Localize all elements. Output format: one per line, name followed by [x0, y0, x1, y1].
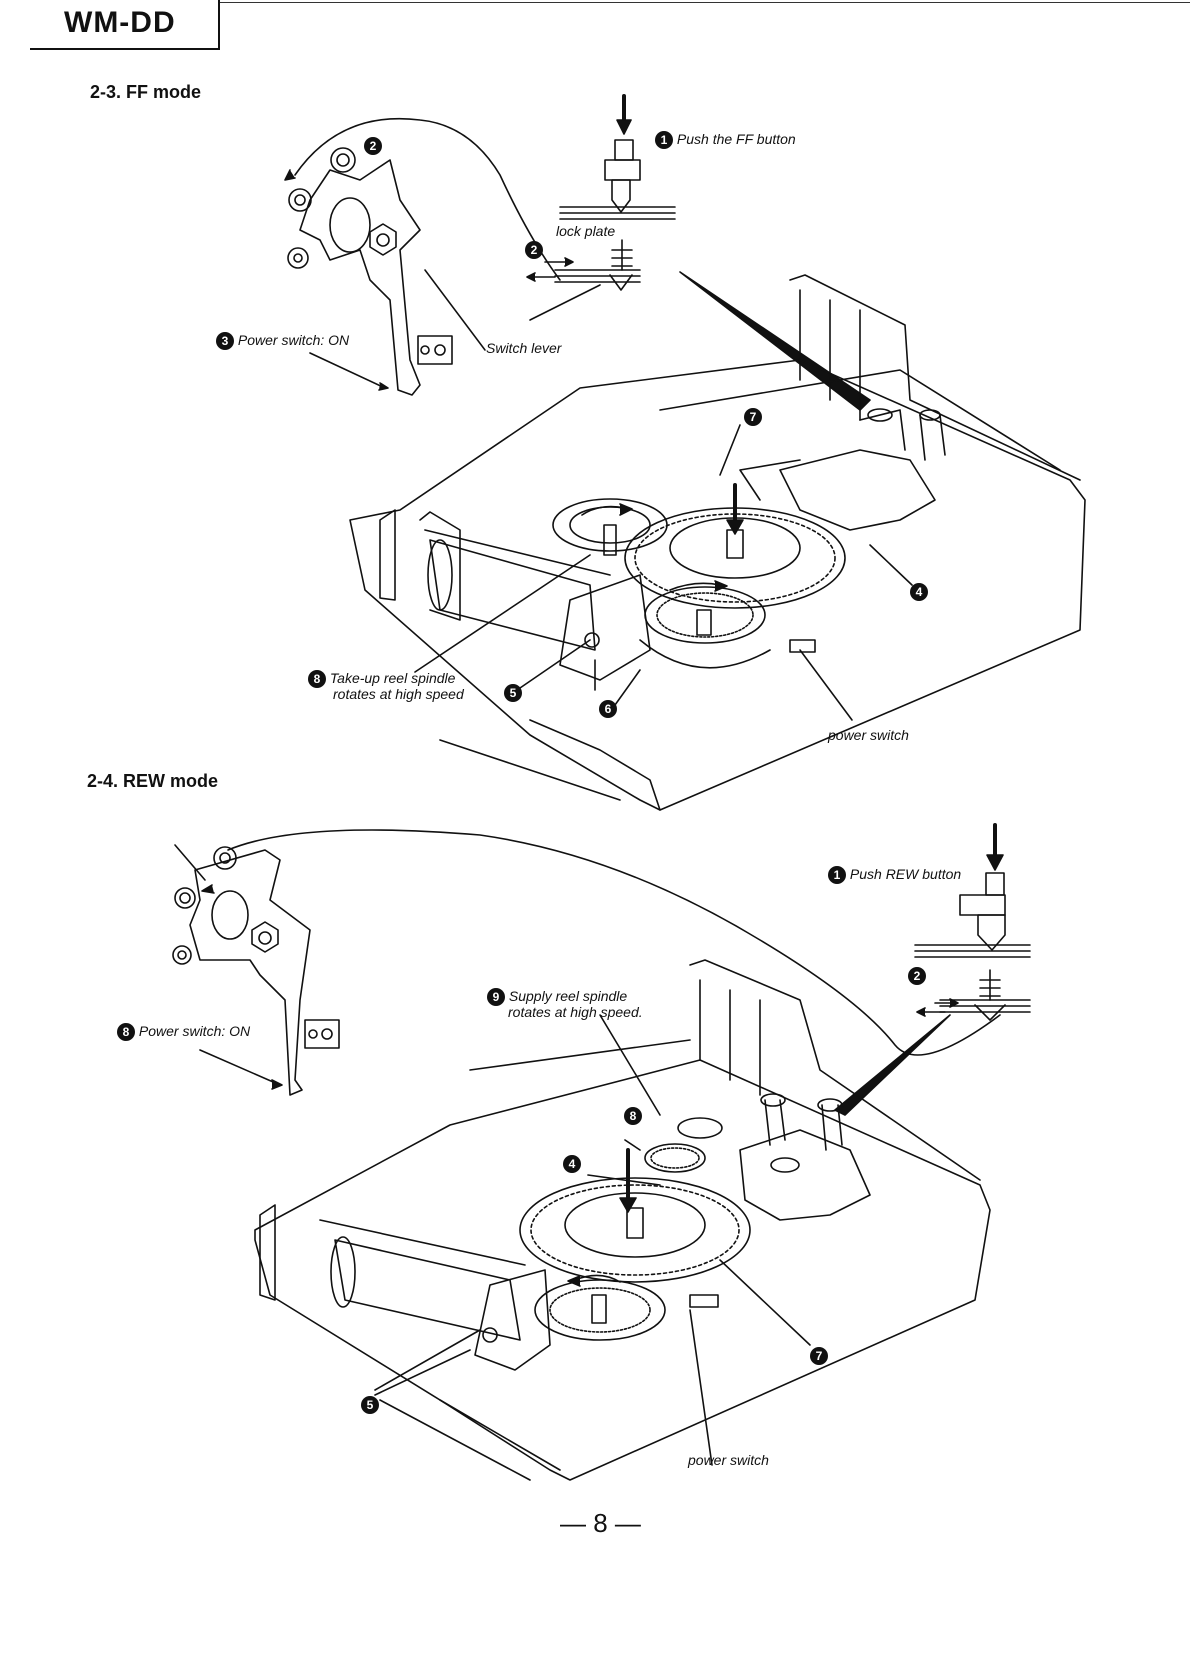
ff-takeup-line1: Take-up reel spindle: [330, 670, 456, 686]
ff-switch-lever-label: Switch lever: [486, 340, 561, 356]
ff-step-7-badge: 7: [744, 408, 762, 426]
ff-step-3-badge: 3: [216, 332, 234, 350]
rew-step-4-badge: 4: [563, 1155, 581, 1173]
ff-push-ff-text: Push the FF button: [677, 131, 796, 147]
rew-push-rew-label: 1 Push REW button: [828, 866, 961, 884]
page-number: — 8 —: [560, 1508, 641, 1539]
ff-step-5-badge: 5: [504, 684, 522, 702]
rew-push-rew-text: Push REW button: [850, 866, 961, 882]
rew-power-switch-on-label: 8 Power switch: ON: [117, 1023, 250, 1041]
rew-supply-line2: rotates at high speed.: [508, 1004, 643, 1020]
ff-push-ff-label: 1 Push the FF button: [655, 131, 796, 149]
ff-step-4-badge: 4: [910, 583, 928, 601]
ff-lock-plate-label: lock plate: [556, 223, 615, 239]
rew-step-9-badge: 9: [487, 988, 505, 1006]
ff-power-switch-on-label: 3 Power switch: ON: [216, 332, 349, 350]
rew-step-1-badge: 1: [828, 866, 846, 884]
rew-step-2-badge: 2: [908, 967, 926, 985]
ff-section-title: 2-3. FF mode: [90, 82, 201, 103]
ff-step-2-badge-a: 2: [364, 137, 382, 155]
ff-step-8-badge: 8: [308, 670, 326, 688]
ff-power-switch-on-text: Power switch: ON: [238, 332, 349, 348]
rew-step-7-badge: 7: [810, 1347, 828, 1365]
ff-takeup-line2: rotates at high speed: [333, 686, 464, 702]
rew-section-title: 2-4. REW mode: [87, 771, 218, 792]
ff-chassis: [350, 275, 1085, 810]
rew-supply-line1: Supply reel spindle: [509, 988, 627, 1004]
rew-step-3-badge: 8: [117, 1023, 135, 1041]
ff-power-switch-label: power switch: [828, 727, 909, 743]
ff-step-6-badge: 6: [599, 700, 617, 718]
rew-step-8-badge: 8: [624, 1107, 642, 1125]
ff-step-1-badge: 1: [655, 131, 673, 149]
rew-step-5-badge: 5: [361, 1396, 379, 1414]
rew-power-switch-label: power switch: [688, 1452, 769, 1468]
rew-power-switch-on-text: Power switch: ON: [139, 1023, 250, 1039]
ff-step-2-badge-b: 2: [525, 241, 543, 259]
